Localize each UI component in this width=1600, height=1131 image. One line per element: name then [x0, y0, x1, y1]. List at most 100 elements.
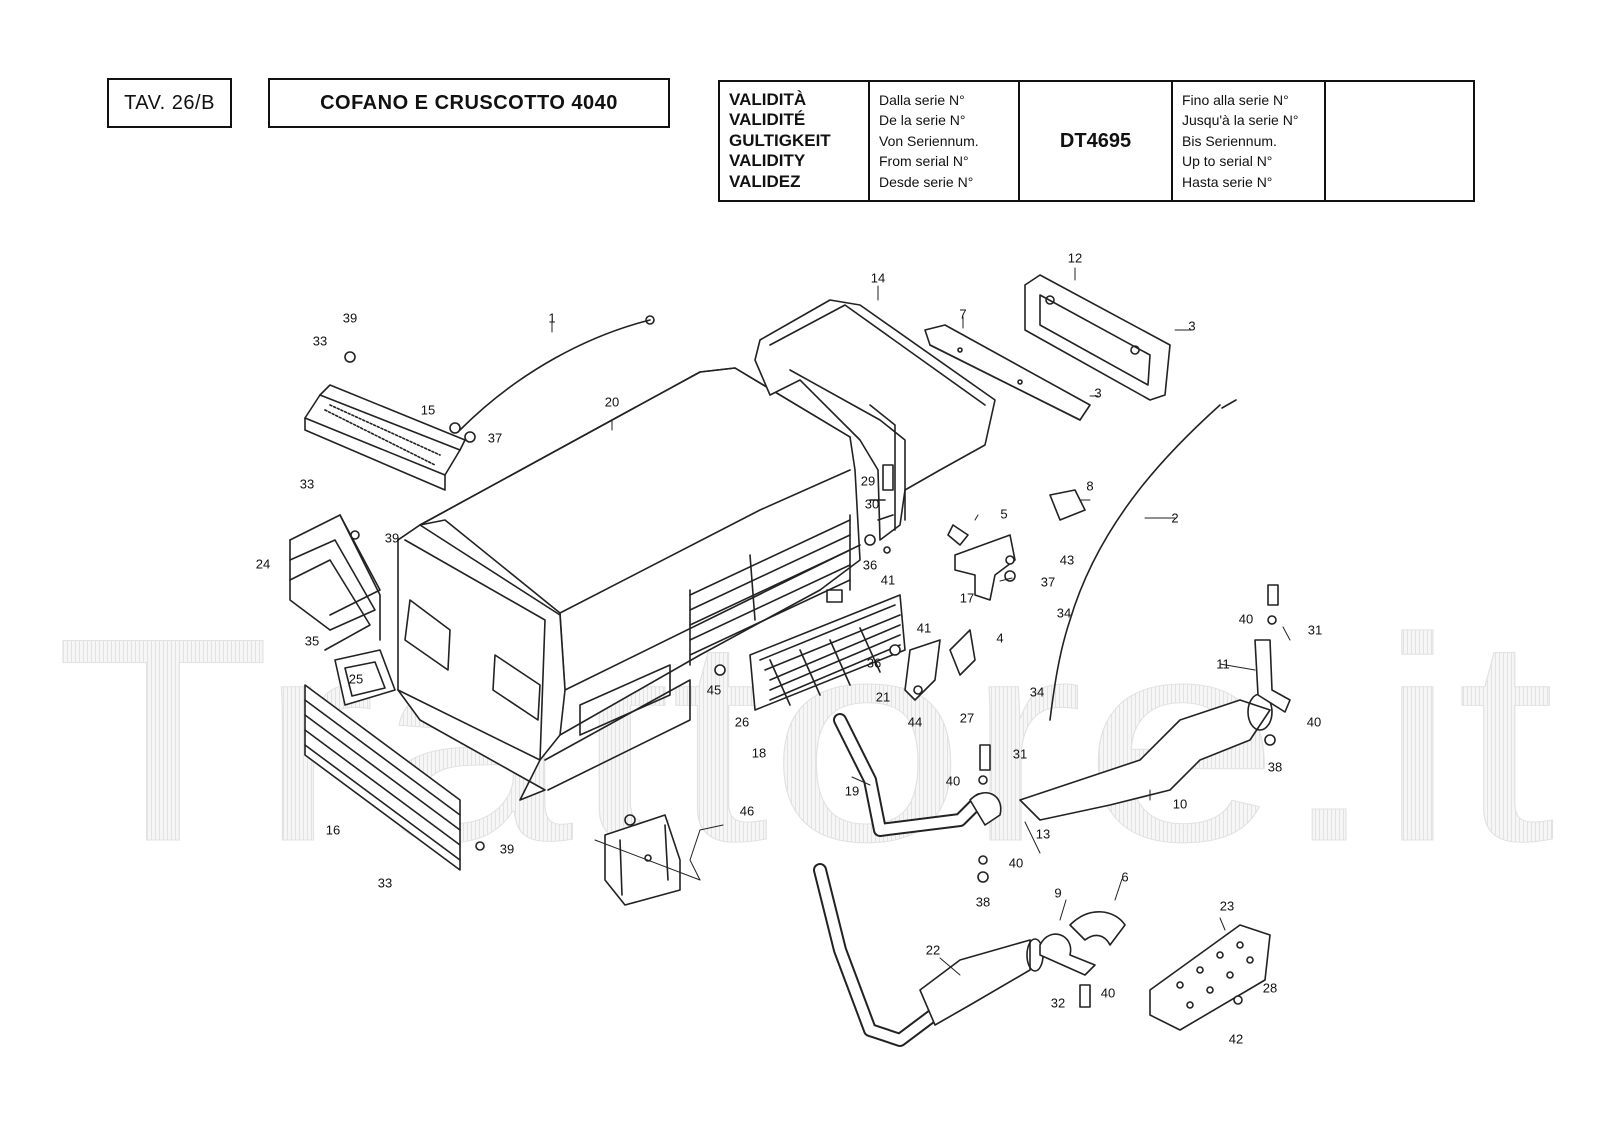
callout-label: 38: [1267, 759, 1283, 775]
callout-label: 40: [1238, 611, 1254, 627]
nut: [889, 644, 901, 656]
callout-label: 7: [959, 306, 967, 322]
to-serial-labels: Fino alla serie N° Jusqu'à la serie N° B…: [1173, 82, 1326, 200]
callout-label: 36: [866, 655, 882, 671]
callout-label: 43: [1059, 552, 1075, 568]
washer: [883, 546, 891, 554]
callout-label: 2: [1171, 510, 1179, 526]
part-cable-1: [459, 319, 651, 431]
part-bracket-11: [1254, 639, 1291, 713]
callout-label: 21: [875, 689, 891, 705]
part-plate: [334, 649, 396, 706]
part-silencer: [1019, 693, 1273, 821]
callout-label: 31: [1012, 746, 1028, 762]
callout-label: 33: [299, 476, 315, 492]
callout-label: 18: [751, 745, 767, 761]
callout-label: 23: [1219, 898, 1235, 914]
part-bracket-21: [904, 639, 941, 701]
callout-label: 11: [1216, 656, 1230, 672]
part-lower-grille: [304, 684, 461, 871]
callout-label: 39: [499, 841, 515, 857]
washer: [978, 775, 988, 785]
callout-label: 42: [1228, 1031, 1244, 1047]
from-label-de: Von Seriennum.: [879, 132, 979, 149]
page-title: COFANO E CRUSCOTTO 4040: [268, 78, 670, 128]
part-exhaust-pipe-22-inner: [815, 865, 945, 1045]
to-label-fr: Jusqu'à la serie N°: [1182, 112, 1299, 129]
callout-label: 37: [487, 430, 503, 446]
callout-label: 3: [1188, 318, 1196, 334]
callout-label: 45: [706, 682, 722, 698]
validity-label-es: VALIDEZ: [729, 171, 801, 191]
part-cable-2: [1049, 404, 1221, 721]
callout-label: 16: [325, 822, 341, 838]
from-serial-value: DT4695: [1059, 129, 1132, 152]
callout-label: 26: [734, 714, 750, 730]
part-bracket-8: [1049, 489, 1086, 521]
cable-1-end: [645, 315, 655, 325]
callout-label: 14: [870, 270, 886, 286]
nut: [977, 871, 989, 883]
validity-labels: VALIDITÀ VALIDITÉ GULTIGKEIT VALIDITY VA…: [720, 82, 870, 200]
bolt: [1267, 584, 1279, 606]
callout-label: 17: [959, 590, 975, 606]
nut: [344, 351, 356, 363]
validity-label-fr: VALIDITÉ: [729, 110, 806, 130]
part-elbow: [1069, 911, 1126, 946]
from-serial-labels: Dalla serie N° De la serie N° Von Serien…: [870, 82, 1020, 200]
leader-lines: [551, 267, 1291, 976]
callout-label: 28: [1262, 980, 1278, 996]
callout-label: 3: [1094, 385, 1102, 401]
callout-label: 46: [739, 803, 755, 819]
part-cover-plate: [924, 324, 1091, 421]
part-dashboard-shroud: [754, 299, 996, 541]
callout-label: 8: [1086, 478, 1094, 494]
nut: [464, 431, 476, 443]
to-label-de: Bis Seriennum.: [1182, 132, 1277, 149]
callout-label: 20: [604, 394, 620, 410]
callout-label: 24: [255, 556, 271, 572]
bolt: [1079, 984, 1091, 1008]
validity-label-de: GULTIGKEIT: [729, 130, 831, 150]
callout-label: 29: [860, 473, 876, 489]
to-label-en: Up to serial N°: [1182, 153, 1273, 170]
nut: [864, 534, 876, 546]
part-hood: [397, 367, 861, 801]
hardware: [344, 351, 1279, 1008]
nut: [714, 664, 726, 676]
washer: [913, 685, 923, 695]
callout-label: 33: [312, 333, 328, 349]
callout-label: 41: [880, 572, 896, 588]
callout-label: 40: [1306, 714, 1322, 730]
callout-label: 13: [1035, 826, 1051, 842]
part-latch-4: [949, 629, 976, 676]
callout-label: 32: [1050, 995, 1066, 1011]
part-heat-shield: [1149, 924, 1271, 1031]
callout-label: 1: [548, 310, 556, 326]
part-clamp-9: [1039, 933, 1096, 976]
callout-label: 33: [377, 875, 393, 891]
part-exhaust-pipe-19-inner: [835, 715, 985, 835]
to-label-it: Fino alla serie N°: [1182, 91, 1289, 108]
part-frame: [1024, 274, 1171, 401]
cable-1-end: [449, 422, 461, 434]
callout-label: 40: [1008, 855, 1024, 871]
callout-label: 30: [864, 496, 880, 512]
callout-label: 19: [844, 783, 860, 799]
from-serial-value-cell: DT4695: [1020, 82, 1173, 200]
validity-label-it: VALIDITÀ: [729, 89, 807, 109]
callout-label: 15: [420, 402, 436, 418]
from-label-it: Dalla serie N°: [879, 91, 965, 108]
from-label-fr: De la serie N°: [879, 112, 966, 129]
callout-label: 25: [348, 671, 364, 687]
callout-label: 9: [1054, 885, 1062, 901]
nut: [475, 841, 485, 851]
knob: [947, 524, 969, 546]
callout-label: 22: [925, 942, 941, 958]
callout-label: 31: [1307, 622, 1323, 638]
bolt: [979, 744, 991, 771]
callout-label: 5: [1000, 506, 1008, 522]
cable-2-knob: [1221, 399, 1237, 409]
callout-label: 6: [1121, 869, 1129, 885]
